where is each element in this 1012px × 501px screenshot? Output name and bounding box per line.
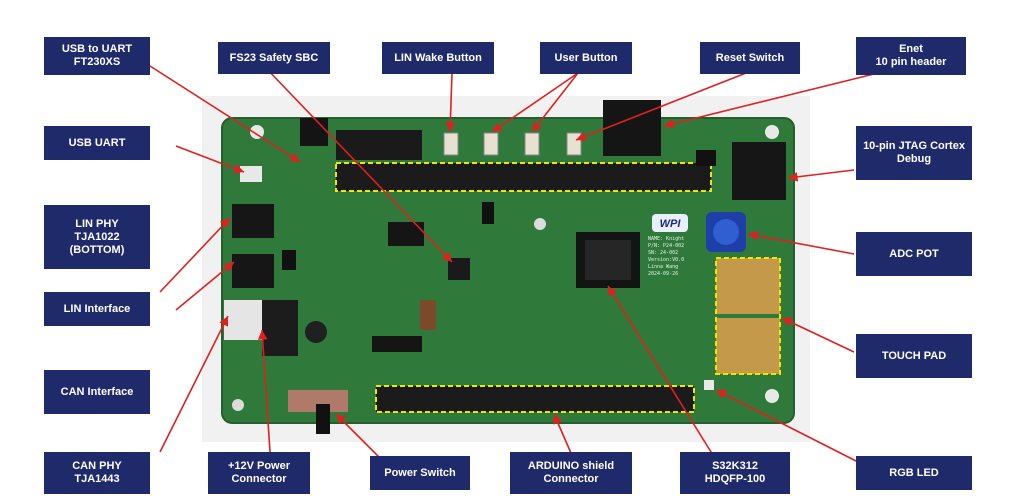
pcb-board [221, 117, 795, 424]
arrow-12v [257, 329, 271, 453]
arrow-power-switch [335, 413, 383, 461]
arrow-adc [747, 231, 855, 255]
label-user-button: User Button [540, 42, 632, 74]
bottom-arduino-header [376, 386, 694, 412]
label-arduino: ARDUINO shield Connector [510, 452, 632, 494]
user-button-1 [483, 132, 499, 156]
label-usb-to-uart: USB to UART FT230XS [44, 37, 150, 75]
label-jtag: 10-pin JTAG Cortex Debug [856, 126, 972, 180]
arrow-touch [781, 317, 855, 353]
usb-connector [240, 166, 262, 182]
arrow-reset [575, 72, 747, 141]
wpi-logo [652, 214, 688, 232]
label-usb-uart: USB UART [44, 126, 150, 160]
top-arduino-header [336, 163, 711, 191]
label-power-switch: Power Switch [370, 456, 470, 490]
arrow-usb-to-uart [149, 65, 301, 163]
label-can-phy: CAN PHY TJA1443 [44, 452, 150, 494]
arrow-s32k [607, 285, 717, 461]
label-lin-wake: LIN Wake Button [382, 42, 494, 74]
capacitor [305, 321, 327, 343]
rgb-led [704, 380, 714, 390]
power-switch-lever [316, 404, 330, 434]
arrow-jtag [787, 169, 855, 182]
left-header-1 [232, 204, 274, 238]
label-rgb-led: RGB LED [856, 456, 972, 490]
arrow-user-1 [491, 72, 579, 133]
mount-hole [765, 125, 779, 139]
touch-pad-highlight [715, 257, 781, 375]
top-header-highlight [335, 162, 712, 192]
power-switch-body [288, 390, 348, 412]
left-header-2 [232, 254, 274, 288]
small-header-3 [372, 336, 422, 352]
jumper [482, 202, 494, 224]
lin-wake-button [443, 132, 459, 156]
label-s32k: S32K312 HDQFP-100 [680, 452, 790, 494]
fs23-chip [448, 258, 470, 280]
small-header-2 [388, 222, 424, 246]
arrow-enet [663, 72, 879, 129]
power-jack [262, 300, 298, 356]
small-header [300, 118, 328, 146]
label-lin-phy: LIN PHY TJA1022 (BOTTOM) [44, 205, 150, 269]
arrow-rgb [715, 389, 863, 465]
lin-phy-chip [282, 250, 296, 270]
label-touch-pad: TOUCH PAD [856, 334, 972, 378]
label-reset-switch: Reset Switch [700, 42, 800, 74]
mount-hole [232, 399, 244, 411]
small-ic [696, 150, 716, 166]
arrow-user-2 [531, 72, 579, 133]
user-button-2 [524, 132, 540, 156]
label-lin-interface: LIN Interface [44, 292, 150, 326]
arrow-can-interface [159, 315, 229, 453]
mount-hole [250, 125, 264, 139]
callout-arrows [149, 65, 879, 465]
arrow-lin-interface [175, 261, 235, 311]
board-silkscreen-text: NAME: Knight P/N: P24-002 SN: 24-002 Ver… [648, 236, 685, 277]
label-fs23: FS23 Safety SBC [218, 42, 330, 74]
arrow-lin-wake [445, 72, 456, 133]
arrow-lin-phy [159, 217, 231, 293]
left-connector [224, 300, 266, 340]
label-adc-pot: ADC POT [856, 232, 972, 276]
bottom-header-highlight [375, 385, 695, 413]
arrow-fs23 [263, 65, 453, 263]
reset-switch [566, 132, 582, 156]
label-12v: +12V Power Connector [208, 452, 310, 494]
arrow-usb-uart [175, 145, 245, 174]
label-can-interface: CAN Interface [44, 370, 150, 414]
enet-header [603, 100, 661, 156]
label-enet: Enet 10 pin header [856, 37, 966, 75]
jtag-header [732, 142, 786, 200]
inductor [420, 300, 436, 330]
mount-hole [534, 218, 546, 230]
wpi-logo-text: WPI [660, 218, 682, 230]
mount-hole [765, 389, 779, 403]
